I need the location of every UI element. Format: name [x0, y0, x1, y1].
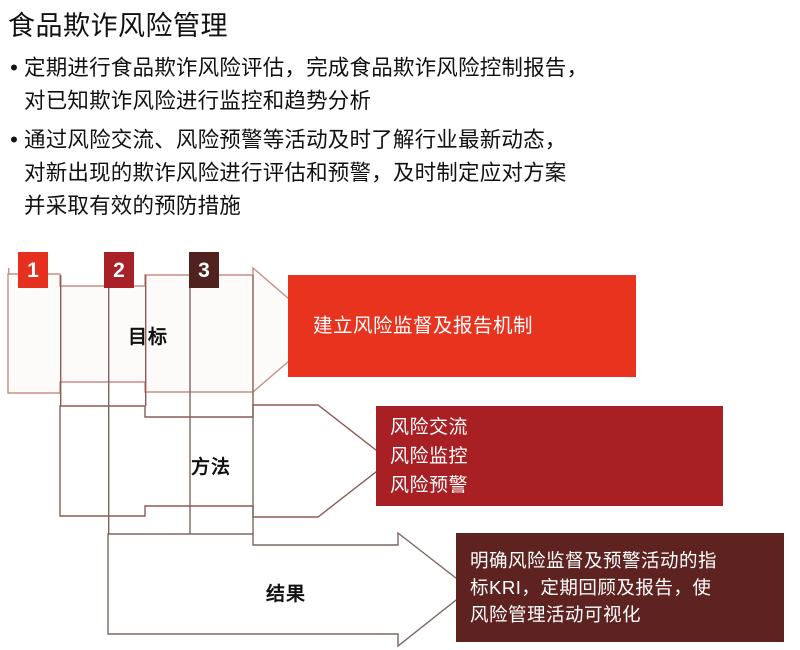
list-item: • 通过风险交流、风险预警等活动及时了解行业最新动态， 对新出现的欺诈风险进行评…	[4, 124, 796, 223]
page-title: 食品欺诈风险管理	[8, 11, 228, 41]
result-box-result-text: 明确风险监督及预警活动的指 标KRI，定期回顾及报告，使 风险管理活动可视化	[470, 547, 717, 628]
result-box-method[interactable]: 风险交流 风险监控 风险预警	[376, 406, 723, 506]
step-number-chip-1[interactable]: 1	[18, 252, 48, 288]
step-number-chip-2[interactable]: 2	[104, 252, 134, 288]
bullet-line: 定期进行食品欺诈风险评估，完成食品欺诈风险控制报告，	[24, 56, 589, 80]
result-line: 明确风险监督及预警活动的指	[470, 550, 718, 571]
stage-label-result: 结果	[266, 584, 307, 605]
result-line: 风险管理活动可视化	[470, 604, 642, 625]
result-line: 风险监控	[390, 445, 469, 467]
bullet-line: 对已知欺诈风险进行监控和趋势分析	[24, 89, 372, 113]
bullet-list: • 定期进行食品欺诈风险评估，完成食品欺诈风险控制报告， 对已知欺诈风险进行监控…	[4, 52, 796, 229]
diagram-canvas	[7, 266, 472, 648]
step-number-3: 3	[198, 258, 210, 282]
step-number-1: 1	[27, 258, 39, 282]
result-box-goal-text: 建立风险监督及报告机制	[313, 312, 533, 341]
chevron-shape-2	[59, 404, 392, 518]
bullet-marker-icon: •	[10, 55, 18, 80]
list-item: • 定期进行食品欺诈风险评估，完成食品欺诈风险控制报告， 对已知欺诈风险进行监控…	[4, 52, 796, 118]
bullet-line: 并采取有效的预防措施	[24, 194, 242, 218]
process-diagram: 1 2 3 目标 方法 结果 建立风险监督及报告机制 风险交流 风险监控 风险预…	[0, 248, 800, 650]
result-line: 风险交流	[390, 416, 469, 438]
bullet-text: 定期进行食品欺诈风险评估，完成食品欺诈风险控制报告， 对已知欺诈风险进行监控和趋…	[24, 52, 796, 118]
bullet-line: 通过风险交流、风险预警等活动及时了解行业最新动态，	[24, 128, 567, 152]
result-line: 风险预警	[390, 474, 469, 496]
result-box-result[interactable]: 明确风险监督及预警活动的指 标KRI，定期回顾及报告，使 风险管理活动可视化	[456, 533, 784, 642]
result-line: 建立风险监督及报告机制	[313, 314, 534, 337]
result-box-goal[interactable]: 建立风险监督及报告机制	[288, 275, 636, 377]
chevron-shape-3	[107, 531, 472, 648]
stage-label-goal: 目标	[128, 327, 169, 348]
stage-label-method: 方法	[191, 457, 232, 478]
step-number-2: 2	[113, 258, 125, 282]
bullet-line: 对新出现的欺诈风险进行评估和预警，及时制定应对方案	[24, 161, 567, 185]
result-box-method-text: 风险交流 风险监控 风险预警	[390, 413, 468, 500]
result-line: 标KRI，定期回顾及报告，使	[470, 577, 712, 598]
bullet-text: 通过风险交流、风险预警等活动及时了解行业最新动态， 对新出现的欺诈风险进行评估和…	[24, 124, 796, 223]
bullet-marker-icon: •	[10, 127, 18, 152]
step-number-chip-3[interactable]: 3	[189, 252, 219, 288]
